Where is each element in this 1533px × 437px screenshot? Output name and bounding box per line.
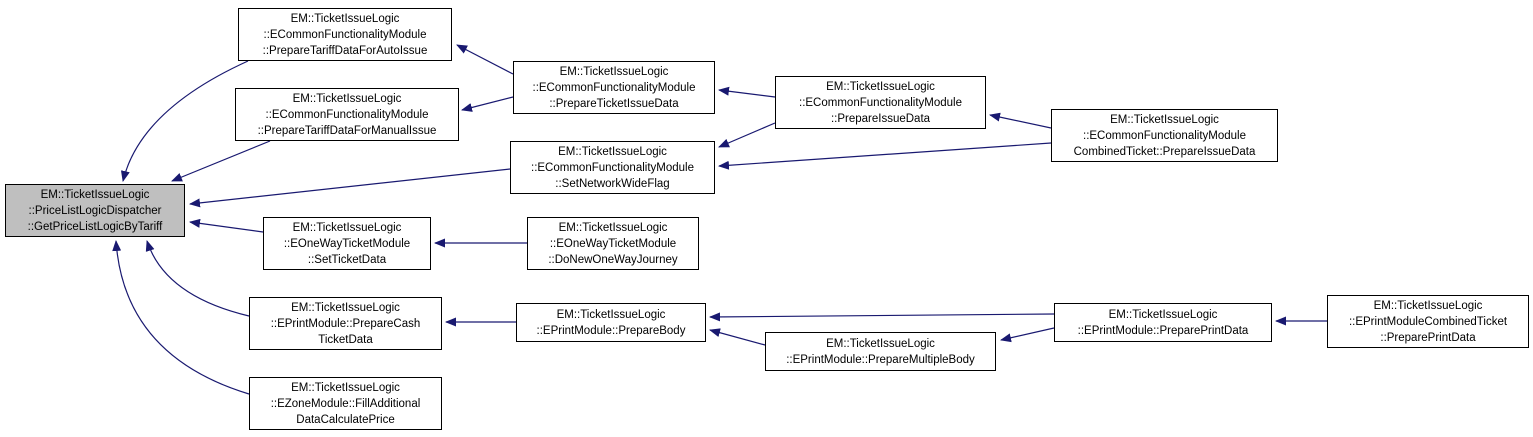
node-label-line: ::PrepareTariffDataForAutoIssue	[262, 44, 428, 57]
node-label-line: EM::TicketIssueLogic	[291, 381, 400, 394]
node-label-line: ::EZoneModule::FillAdditional	[270, 397, 421, 410]
node-label-line: ::ECommonFunctionalityModule	[263, 28, 427, 41]
node-label-line: ::ECommonFunctionalityModule	[532, 81, 696, 94]
node-label-line: ::EPrintModule::PreparePrintData	[1077, 324, 1249, 337]
node-label-line: ::EPrintModule::PrepareCash	[270, 317, 421, 330]
graph-edge-prepare-ticket-issue-data-to-prepare-tariff-data-for-auto-issue	[456, 44, 514, 75]
node-label-line: ::EOneWayTicketModule	[283, 237, 411, 250]
node-label-line: ::PrepareTicketIssueData	[549, 97, 679, 110]
graph-node-get-price-list-logic-by-tariff[interactable]: EM::TicketIssueLogic::PriceListLogicDisp…	[5, 184, 185, 237]
node-label-line: ::ECommonFunctionalityModule	[265, 108, 429, 121]
node-label-line: DataCalculatePrice	[296, 413, 395, 426]
node-label-line: EM::TicketIssueLogic	[826, 337, 935, 350]
graph-edge-fill-additional-data-calculate-price-to-get-price-list-logic-by-tariff	[112, 240, 250, 395]
graph-edge-prepare-issue-data-to-prepare-ticket-issue-data	[718, 86, 776, 98]
graph-node-fill-additional-data-calculate-price[interactable]: EM::TicketIssueLogic::EZoneModule::FillA…	[249, 377, 442, 430]
graph-edge-combined-ticket-prepare-issue-data-to-set-network-wide-flag	[718, 142, 1052, 170]
graph-node-prepare-body[interactable]: EM::TicketIssueLogic::EPrintModule::Prep…	[516, 303, 706, 342]
node-label-line: ::PrepareTariffDataForManualIssue	[257, 124, 437, 137]
graph-node-prepare-tariff-data-for-manual-issue[interactable]: EM::TicketIssueLogic::ECommonFunctionali…	[235, 88, 459, 141]
graph-edge-prepare-issue-data-to-set-network-wide-flag	[718, 122, 776, 148]
node-label-line: EM::TicketIssueLogic	[826, 80, 935, 93]
graph-edge-prepare-cash-ticket-data-to-get-price-list-logic-by-tariff	[145, 240, 250, 317]
node-label-line: ::PriceListLogicDispatcher	[28, 204, 162, 217]
graph-node-prepare-tariff-data-for-auto-issue[interactable]: EM::TicketIssueLogic::ECommonFunctionali…	[238, 8, 452, 61]
node-label-line: ::ECommonFunctionalityModule	[1083, 129, 1246, 142]
node-label-line: EM::TicketIssueLogic	[1110, 113, 1219, 126]
graph-edge-set-network-wide-flag-to-get-price-list-logic-by-tariff	[189, 168, 511, 208]
node-label-line: ::EOneWayTicketModule	[549, 237, 677, 250]
node-label-line: ::SetNetworkWideFlag	[555, 177, 670, 190]
node-label-line: TicketData	[318, 333, 373, 346]
node-label-line: ::EPrintModule::PrepareBody	[536, 324, 686, 337]
graph-node-prepare-multiple-body[interactable]: EM::TicketIssueLogic::EPrintModule::Prep…	[765, 332, 996, 371]
node-label-line: ::SetTicketData	[307, 253, 387, 266]
node-label-line: ::EPrintModule::PrepareMultipleBody	[786, 353, 975, 366]
node-label-line: ::ECommonFunctionalityModule	[531, 161, 694, 174]
node-label-line: EM::TicketIssueLogic	[40, 188, 150, 201]
node-label-line: CombinedTicket::PrepareIssueData	[1073, 145, 1256, 158]
graph-edge-set-ticket-data-to-get-price-list-logic-by-tariff	[189, 218, 264, 233]
node-label-line: ::GetPriceListLogicByTariff	[27, 220, 163, 233]
node-label-line: EM::TicketIssueLogic	[1108, 308, 1218, 321]
node-label-line: EM::TicketIssueLogic	[291, 301, 400, 314]
node-label-line: EM::TicketIssueLogic	[292, 92, 402, 105]
graph-edge-prepare-print-data-to-prepare-multiple-body	[1000, 327, 1055, 343]
graph-edge-combined-ticket-prepare-issue-data-to-prepare-issue-data	[989, 112, 1052, 129]
node-label-line: EM::TicketIssueLogic	[1373, 299, 1483, 312]
graph-node-set-network-wide-flag[interactable]: EM::TicketIssueLogic::ECommonFunctionali…	[510, 141, 715, 194]
node-label-line: ::PrepareIssueData	[830, 112, 931, 125]
node-label-line: EM::TicketIssueLogic	[558, 145, 667, 158]
graph-edge-prepare-print-data-to-prepare-body	[709, 312, 1055, 322]
graph-node-do-new-one-way-journey[interactable]: EM::TicketIssueLogic::EOneWayTicketModul…	[527, 217, 699, 270]
node-label-line: ::EPrintModuleCombinedTicket	[1348, 315, 1508, 328]
node-label-line: EM::TicketIssueLogic	[292, 221, 402, 234]
node-label-line: ::DoNewOneWayJourney	[548, 253, 678, 266]
node-label-line: EM::TicketIssueLogic	[556, 308, 666, 321]
graph-node-prepare-cash-ticket-data[interactable]: EM::TicketIssueLogic::EPrintModule::Prep…	[249, 297, 442, 350]
graph-node-combined-ticket-prepare-print-data[interactable]: EM::TicketIssueLogic::EPrintModuleCombin…	[1327, 295, 1529, 348]
graph-node-prepare-print-data[interactable]: EM::TicketIssueLogic::EPrintModule::Prep…	[1054, 303, 1272, 342]
node-label-line: EM::TicketIssueLogic	[558, 221, 668, 234]
graph-edge-prepare-tariff-data-for-auto-issue-to-get-price-list-logic-by-tariff	[120, 60, 249, 182]
node-label-line: ::ECommonFunctionalityModule	[799, 96, 962, 109]
graph-node-prepare-issue-data[interactable]: EM::TicketIssueLogic::ECommonFunctionali…	[775, 76, 986, 129]
node-label-line: ::PreparePrintData	[1380, 331, 1476, 344]
graph-node-prepare-ticket-issue-data[interactable]: EM::TicketIssueLogic::ECommonFunctionali…	[513, 61, 715, 114]
graph-edge-prepare-tariff-data-for-manual-issue-to-get-price-list-logic-by-tariff	[171, 140, 271, 182]
node-label-line: EM::TicketIssueLogic	[559, 65, 669, 78]
graph-node-combined-ticket-prepare-issue-data[interactable]: EM::TicketIssueLogic::ECommonFunctionali…	[1051, 109, 1278, 162]
node-label-line: EM::TicketIssueLogic	[290, 12, 400, 25]
graph-edge-prepare-multiple-body-to-prepare-body	[709, 328, 766, 346]
graph-node-set-ticket-data[interactable]: EM::TicketIssueLogic::EOneWayTicketModul…	[263, 217, 431, 270]
graph-edge-prepare-ticket-issue-data-to-prepare-tariff-data-for-manual-issue	[461, 96, 514, 112]
